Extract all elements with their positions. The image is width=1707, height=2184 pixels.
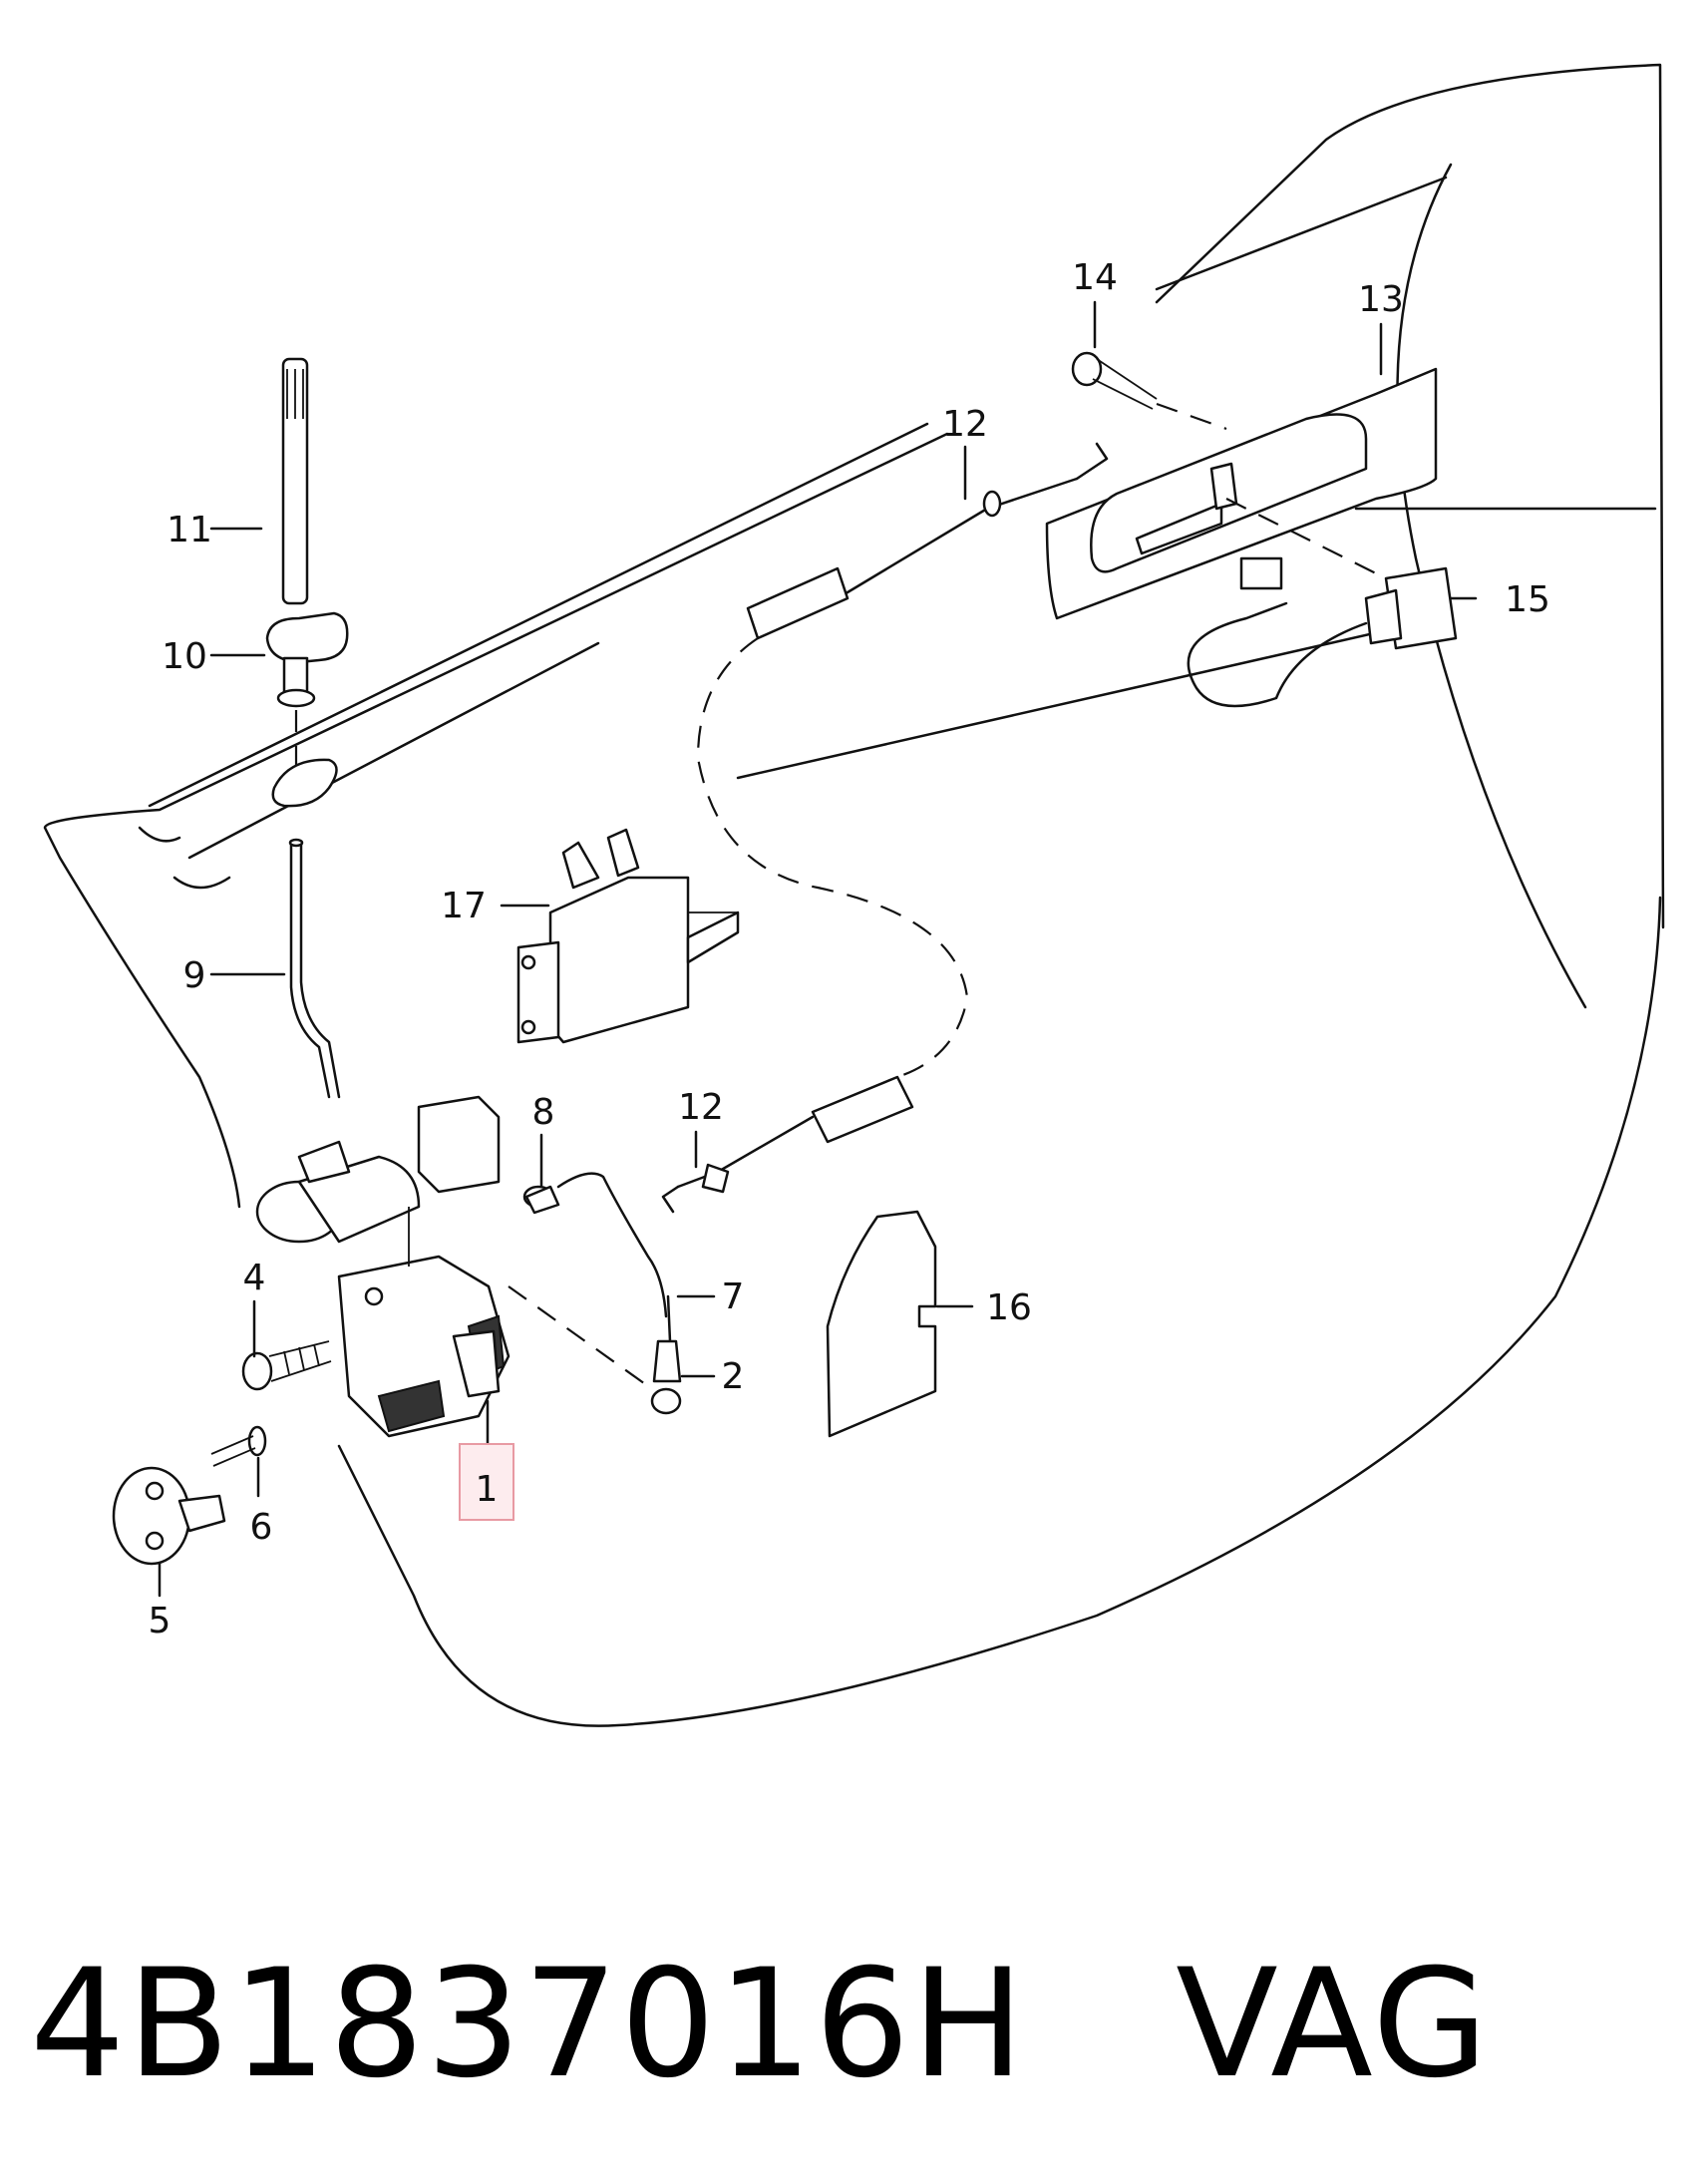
callout-12-lower: 12 <box>678 1087 724 1128</box>
brand-name: VAG <box>1176 1938 1491 2111</box>
part-8-clip <box>522 1185 560 1215</box>
part-7-rod-end <box>666 1294 672 1343</box>
callout-8: 8 <box>532 1092 555 1133</box>
panel-hole <box>271 758 338 808</box>
part-number: 4B1837016H <box>30 1938 1027 2111</box>
callout-2: 2 <box>722 1356 745 1397</box>
exploded-parts-diagram: 1 2 4 5 6 7 8 9 10 11 12 12 13 14 15 16 … <box>43 63 1665 1727</box>
part-16-cover <box>826 1210 937 1438</box>
callout-17: 17 <box>441 886 487 926</box>
part-12-upper-cable <box>696 442 1109 1079</box>
part-10-grommet <box>265 611 349 768</box>
part-14-screw <box>1071 351 1227 431</box>
part-11-lock-pin <box>281 357 309 605</box>
callout-4: 4 <box>243 1258 266 1298</box>
callout-1: 1 <box>476 1469 499 1510</box>
part-12-lower-cable <box>661 1075 914 1214</box>
part-13-handle-trim <box>1045 367 1438 620</box>
callout-6: 6 <box>250 1507 273 1548</box>
part-2-retaining-clip <box>650 1339 682 1415</box>
part-6-screw <box>210 1425 267 1467</box>
callout-9: 9 <box>183 955 206 996</box>
door-panel-outline <box>43 63 1665 1727</box>
callout-16: 16 <box>986 1287 1032 1328</box>
lock-to-clip-dashed-line <box>508 1285 649 1387</box>
part-5-striker <box>112 1466 226 1566</box>
callout-labels: 1 2 4 5 6 7 8 9 10 11 12 12 13 14 15 16 … <box>149 257 1550 1641</box>
callout-10: 10 <box>162 636 207 677</box>
part-15-switch <box>1187 498 1458 708</box>
part-4-screw <box>241 1340 332 1391</box>
callout-12-upper: 12 <box>942 404 988 445</box>
callout-15: 15 <box>1505 579 1550 620</box>
callout-7: 7 <box>722 1276 745 1317</box>
callout-14: 14 <box>1072 257 1118 298</box>
callout-13: 13 <box>1358 279 1404 320</box>
leader-lines <box>158 300 1478 1598</box>
callout-5: 5 <box>149 1601 171 1641</box>
part-caption: 4B1837016H VAG <box>30 1895 1675 2154</box>
callout-11: 11 <box>167 510 212 550</box>
part-1-highlight-box <box>459 1443 514 1521</box>
part-9-lock-rod <box>288 838 341 1099</box>
part-17-control-module <box>516 828 740 1044</box>
part-7-operating-rod <box>556 1172 668 1318</box>
part-1-door-lock <box>255 1095 511 1438</box>
